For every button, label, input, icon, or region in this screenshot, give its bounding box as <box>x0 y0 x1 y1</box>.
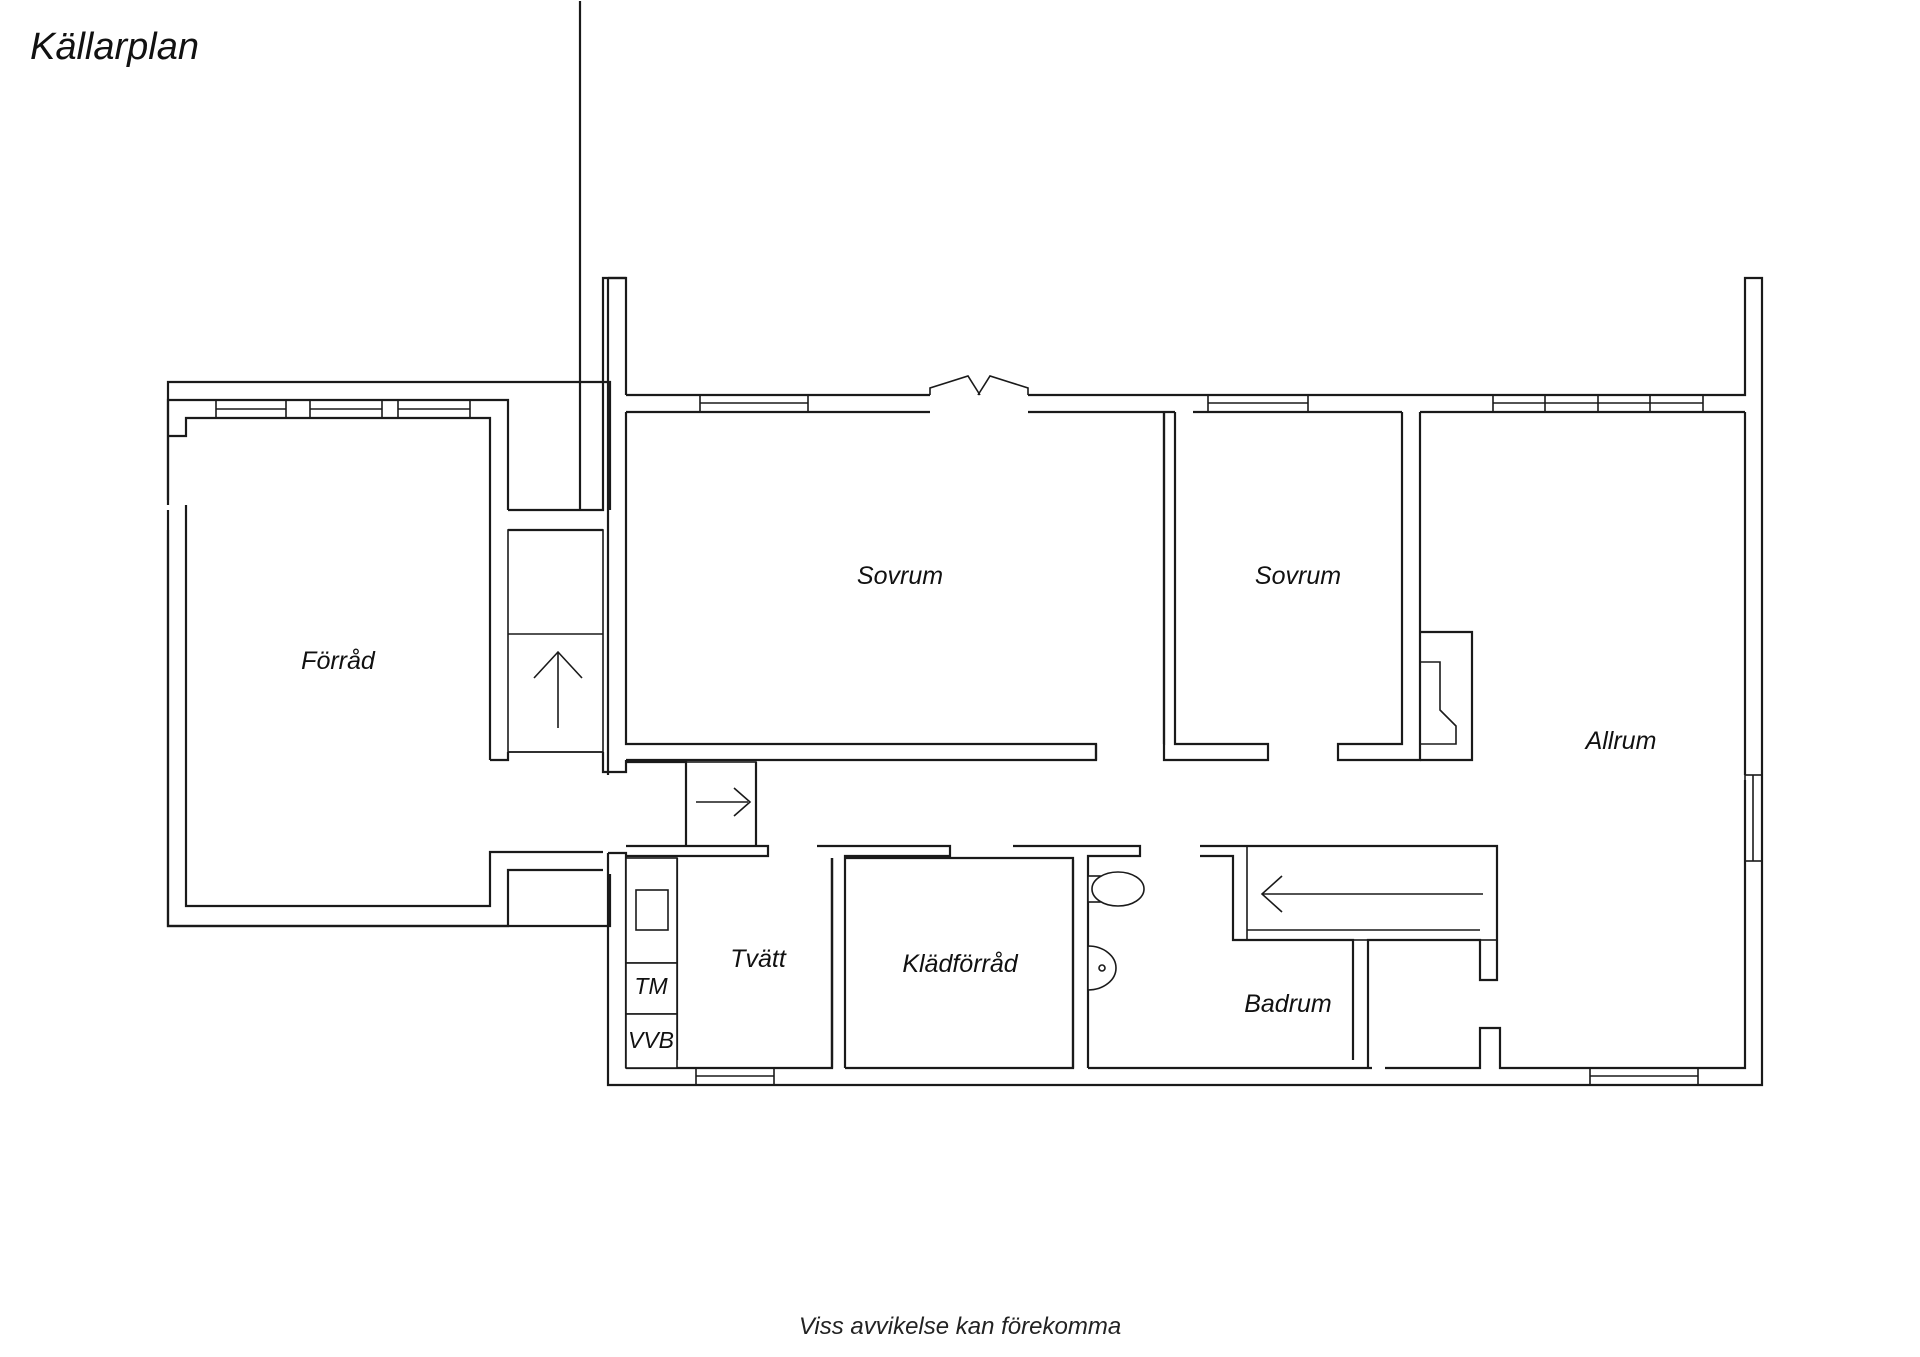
window-allrum-bottom <box>1589 1067 1699 1086</box>
room-label-kladforrad: Klädförråd <box>902 950 1018 978</box>
page-title: Källarplan <box>30 26 199 68</box>
toilet-icon <box>1087 871 1145 907</box>
window-allrum <box>1492 394 1704 413</box>
kladforrad-walls <box>830 844 1142 1068</box>
window-sovrum-2 <box>1207 394 1309 413</box>
room-label-allrum: Allrum <box>1584 727 1657 755</box>
tvatt-walls <box>625 844 952 1069</box>
corridor-arrow-left <box>1260 875 1483 913</box>
stair-arrow-right <box>696 787 752 817</box>
room-label-sovrum-1: Sovrum <box>857 562 943 590</box>
room-label-sovrum-2: Sovrum <box>1255 562 1341 590</box>
window-sovrum-1 <box>699 394 809 413</box>
window-storage <box>215 399 471 419</box>
fixture-label-tm: TM <box>634 973 668 999</box>
disclaimer-text: Viss avvikelse kan förekomma <box>798 1313 1122 1340</box>
exterior-double-door <box>929 375 1029 396</box>
room-label-badrum: Badrum <box>1244 990 1332 1018</box>
staircase <box>490 276 628 774</box>
storage-room <box>166 398 603 928</box>
stair-arrow-up <box>533 650 583 728</box>
room-label-tvatt: Tvätt <box>730 945 787 973</box>
chimney <box>1420 630 1474 762</box>
room-label-forrad: Förråd <box>301 647 376 675</box>
sovrum-1-right-wall <box>1094 412 1166 760</box>
storage-room-walls <box>166 1 612 928</box>
fixture-label-vvb: VVB <box>628 1027 674 1053</box>
window-tvatt <box>695 1067 775 1086</box>
corridor-stair <box>626 761 770 858</box>
badrum-walls <box>1200 844 1499 1068</box>
sink-icon <box>1087 945 1117 991</box>
